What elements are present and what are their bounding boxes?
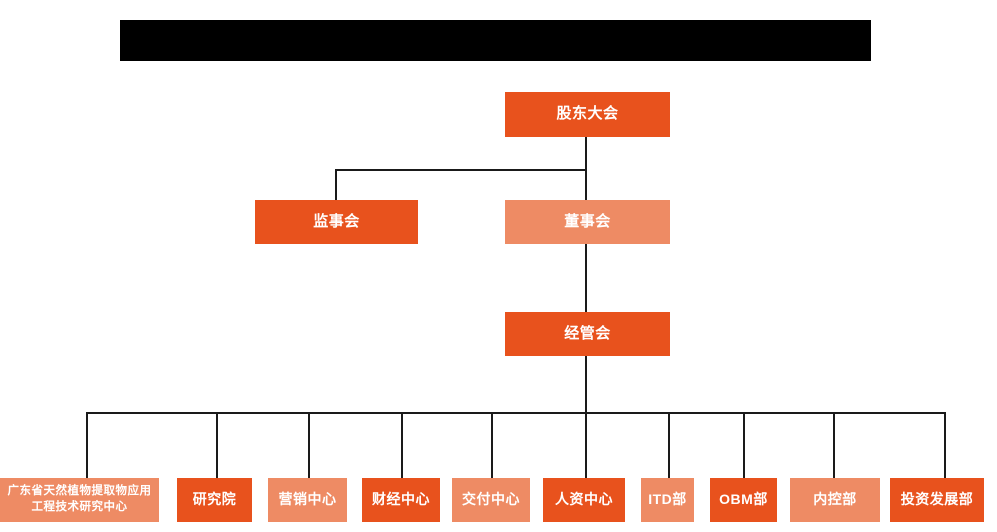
connector-board-drop: [585, 169, 587, 201]
node-marketing-center-label: 营销中心: [278, 491, 337, 508]
connector-drop-8: [743, 412, 745, 478]
connector-management-stem: [585, 356, 587, 413]
node-gd-plant-extract-center[interactable]: 广东省天然植物提取物应用工程技术研究中心: [0, 478, 159, 522]
connector-l2-bus: [335, 169, 587, 171]
node-delivery-center-label: 交付中心: [462, 491, 520, 508]
node-supervisory-board-label: 监事会: [313, 212, 360, 230]
node-gd-plant-extract-center-label: 广东省天然植物提取物应用工程技术研究中心: [7, 485, 152, 513]
connector-drop-6: [585, 412, 587, 478]
connector-drop-9: [833, 412, 835, 478]
node-investment-development-department[interactable]: 投资发展部: [890, 478, 984, 522]
node-obm-department-label: OBM部: [719, 491, 768, 508]
connector-drop-4: [401, 412, 403, 478]
connector-drop-1: [86, 412, 88, 478]
connector-drop-10: [944, 412, 946, 478]
node-marketing-center[interactable]: 营销中心: [268, 478, 347, 522]
node-internal-control-department[interactable]: 内控部: [790, 478, 880, 522]
redacted-title-banner: [120, 20, 871, 61]
node-board-of-directors-label: 董事会: [564, 212, 611, 230]
node-management-committee-label: 经管会: [564, 324, 611, 342]
node-management-committee[interactable]: 经管会: [505, 312, 670, 356]
connector-board-to-management: [585, 244, 587, 312]
node-shareholders-meeting[interactable]: 股东大会: [505, 92, 670, 137]
node-supervisory-board[interactable]: 监事会: [255, 200, 418, 244]
connector-department-bus: [86, 412, 945, 414]
connector-supervisory-drop: [335, 169, 337, 201]
node-obm-department[interactable]: OBM部: [710, 478, 777, 522]
connector-drop-5: [491, 412, 493, 478]
node-finance-center[interactable]: 财经中心: [362, 478, 440, 522]
node-research-institute-label: 研究院: [192, 491, 237, 508]
node-board-of-directors[interactable]: 董事会: [505, 200, 670, 244]
node-hr-center-label: 人资中心: [555, 491, 613, 508]
node-hr-center[interactable]: 人资中心: [543, 478, 625, 522]
connector-drop-2: [216, 412, 218, 478]
connector-l1-stem: [585, 137, 587, 171]
node-research-institute[interactable]: 研究院: [177, 478, 252, 522]
connector-drop-7: [668, 412, 670, 478]
node-finance-center-label: 财经中心: [372, 491, 430, 508]
node-shareholders-meeting-label: 股东大会: [556, 105, 619, 123]
node-investment-development-department-label: 投资发展部: [900, 491, 974, 508]
node-itd-department[interactable]: ITD部: [641, 478, 694, 522]
node-delivery-center[interactable]: 交付中心: [452, 478, 530, 522]
node-internal-control-department-label: 内控部: [813, 491, 857, 508]
node-itd-department-label: ITD部: [648, 491, 687, 508]
connector-drop-3: [308, 412, 310, 478]
